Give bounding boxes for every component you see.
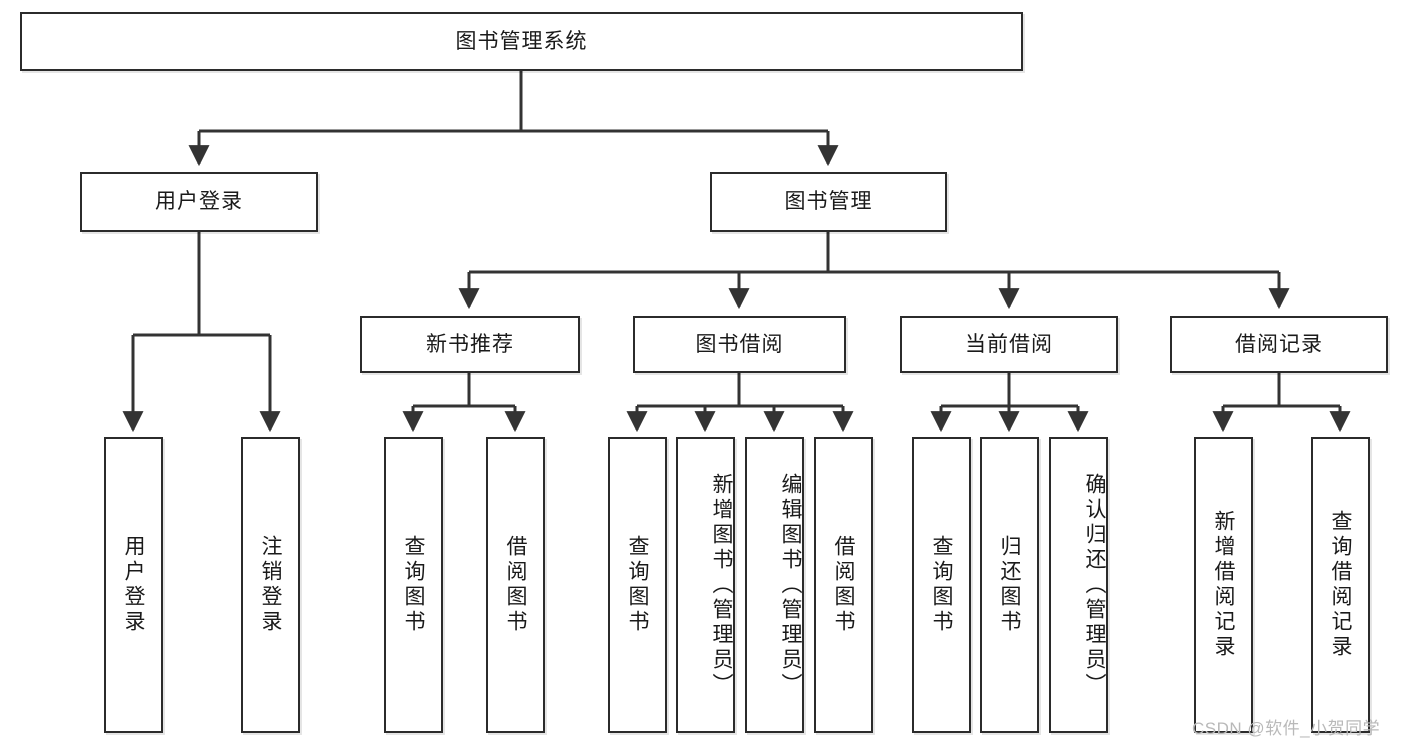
leaf-query-book-2[interactable]: 查询图书: [608, 437, 667, 733]
node-book-manage[interactable]: 图书管理: [710, 172, 947, 232]
leaf-borrow-book-1[interactable]: 借阅图书: [486, 437, 545, 733]
leaf-user-logout[interactable]: 注销登录: [241, 437, 300, 733]
node-new-book-rec-label: 新书推荐: [426, 332, 514, 356]
leaf-edit-book[interactable]: 编辑图书（管理员）: [745, 437, 804, 733]
leaf-query-book-3[interactable]: 查询图书: [912, 437, 971, 733]
watermark: CSDN @软件_小贺同学: [1192, 719, 1381, 738]
leaf-user-login[interactable]: 用户登录: [104, 437, 163, 733]
node-book-manage-label: 图书管理: [784, 190, 873, 214]
leaf-confirm-return[interactable]: 确认归还（管理员）: [1049, 437, 1108, 733]
leaf-add-record-label: 新增借阅记录: [1212, 510, 1236, 660]
node-book-borrow[interactable]: 图书借阅: [633, 316, 846, 373]
leaf-add-book-label: 新增图书（管理员）: [710, 472, 733, 698]
leaf-borrow-book-1-label: 借阅图书: [504, 535, 528, 635]
leaf-add-record[interactable]: 新增借阅记录: [1194, 437, 1253, 733]
leaf-return-book[interactable]: 归还图书: [980, 437, 1039, 733]
leaf-return-book-label: 归还图书: [998, 535, 1022, 635]
node-root-label: 图书管理系统: [455, 29, 588, 53]
leaf-query-book-1-label: 查询图书: [402, 535, 426, 635]
leaf-query-record[interactable]: 查询借阅记录: [1311, 437, 1370, 733]
leaf-query-record-label: 查询借阅记录: [1329, 510, 1353, 660]
leaf-add-book[interactable]: 新增图书（管理员）: [676, 437, 735, 733]
leaf-edit-book-label: 编辑图书（管理员）: [779, 472, 802, 698]
leaf-user-login-label: 用户登录: [122, 535, 146, 635]
node-user-login-label: 用户登录: [155, 190, 243, 214]
node-user-login[interactable]: 用户登录: [80, 172, 318, 232]
node-new-book-rec[interactable]: 新书推荐: [360, 316, 580, 373]
leaf-borrow-book-2[interactable]: 借阅图书: [814, 437, 873, 733]
leaf-query-book-1[interactable]: 查询图书: [384, 437, 443, 733]
leaf-query-book-3-label: 查询图书: [930, 535, 954, 635]
node-borrow-record-label: 借阅记录: [1235, 332, 1323, 356]
leaf-confirm-return-label: 确认归还（管理员）: [1083, 472, 1106, 698]
node-book-borrow-label: 图书借阅: [695, 332, 784, 356]
node-borrow-record[interactable]: 借阅记录: [1170, 316, 1388, 373]
leaf-user-logout-label: 注销登录: [259, 535, 283, 635]
leaf-query-book-2-label: 查询图书: [626, 535, 650, 635]
node-current-borrow[interactable]: 当前借阅: [900, 316, 1118, 373]
node-root[interactable]: 图书管理系统: [20, 12, 1023, 71]
leaf-borrow-book-2-label: 借阅图书: [832, 535, 856, 635]
node-current-borrow-label: 当前借阅: [965, 332, 1053, 356]
